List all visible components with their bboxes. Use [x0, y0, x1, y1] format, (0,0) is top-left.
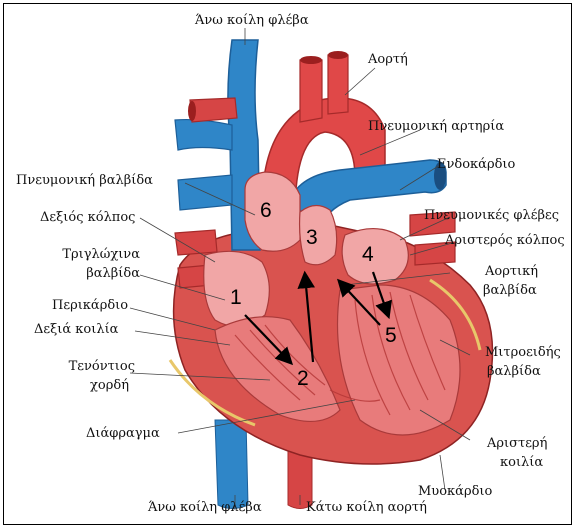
label-pericardium: Περικάρδιο: [52, 298, 128, 314]
aortic-branch-1: [300, 60, 322, 122]
label-aortic-valve-2: βαλβίδα: [483, 283, 537, 299]
svc-branch-left: [175, 120, 232, 150]
label-mitral-valve-1: Μιτροειδής: [485, 345, 561, 361]
label-right-atrium: Δεξιός κόλπος: [40, 210, 135, 226]
label-left-atrium: Αριστερός κόλπος: [445, 233, 565, 249]
pulmonary-trunk-chamber: [245, 172, 300, 251]
label-pulmonary-artery: Πνευμονική αρτηρία: [368, 119, 504, 135]
marker-2: 2: [297, 368, 309, 390]
label-pulmonary-valve: Πνευμονική βαλβίδα: [16, 173, 153, 189]
marker-5: 5: [385, 325, 397, 347]
vessel-opening-3: [188, 101, 196, 121]
label-septum: Διάφραγμα: [86, 426, 160, 442]
aortic-branch-2: [328, 55, 348, 114]
vessel-opening-1: [300, 56, 322, 64]
marker-4: 4: [362, 244, 374, 266]
label-aorta: Αορτή: [368, 52, 408, 68]
label-tricuspid-valve-2: βαλβίδα: [86, 266, 140, 282]
inferior-vena-cava: [215, 420, 248, 509]
label-endocardium: Ενδοκάρδιο: [437, 157, 515, 173]
marker-6: 6: [260, 200, 272, 222]
label-chordae-2: χορδή: [90, 378, 129, 394]
vessel-opening-2: [328, 51, 348, 59]
label-superior-vena-cava-top: Άνω κοίλη φλέβα: [195, 13, 309, 29]
label-left-ventricle-2: κοιλία: [500, 455, 543, 471]
label-myocardium: Μυοκάρδιο: [418, 484, 492, 500]
label-descending-aorta: Κάτω κοίλη αορτή: [306, 500, 427, 516]
label-right-ventricle: Δεξιά κοιλία: [34, 322, 118, 338]
label-left-ventricle-1: Αριστερή: [487, 436, 547, 452]
label-aortic-valve-1: Αορτική: [485, 264, 538, 280]
aortic-branch-3: [190, 98, 237, 122]
marker-1: 1: [230, 287, 242, 309]
label-tricuspid-valve-1: Τριγλώχινα: [62, 247, 140, 263]
label-pulmonary-veins: Πνευμονικές φλέβες: [424, 208, 559, 224]
label-chordae-1: Τενόντιος: [69, 359, 135, 375]
marker-3: 3: [306, 227, 318, 249]
label-inferior-vena-cava: Άνω κοίλη φλέβα: [148, 500, 262, 516]
label-mitral-valve-2: βαλβίδα: [487, 364, 541, 380]
